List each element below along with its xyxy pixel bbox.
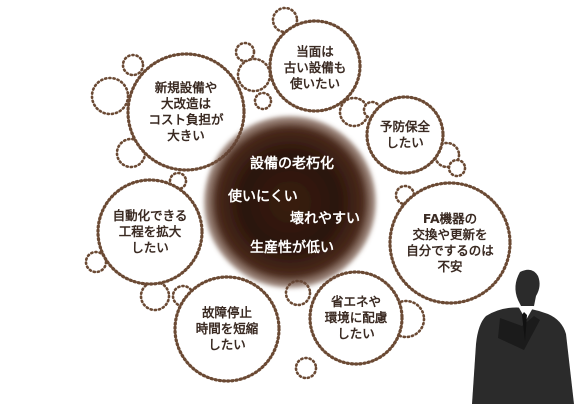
concern-bubbles xyxy=(96,19,512,383)
small-bubble-18 xyxy=(253,91,273,111)
concern-keep-old-equipment: 当面は 古い設備も 使いたい xyxy=(283,44,347,91)
concern-preventive-maintenance: 予防保全 したい xyxy=(379,119,430,150)
concern-fa-equipment: FA機器の 交換や更新を 自分でするのは 不安 xyxy=(406,211,494,274)
small-bubble-17 xyxy=(447,158,467,178)
businessman-silhouette xyxy=(472,269,574,404)
concern-ring-fa xyxy=(388,181,512,305)
center-low-productivity: 生産性が低い xyxy=(250,240,334,256)
center-hard-to-use: 使いにくい xyxy=(228,189,298,205)
small-bubble-9 xyxy=(139,280,171,312)
concern-ring-maintenance xyxy=(365,95,445,175)
small-bubble-4 xyxy=(121,53,145,77)
small-bubble-12 xyxy=(294,356,318,380)
concern-ring-keep-old xyxy=(268,19,362,113)
concern-energy-environment: 省エネや 環境に配慮 したい xyxy=(324,294,388,341)
center-problem-circle xyxy=(204,116,376,288)
small-bubble-3 xyxy=(90,76,130,116)
concern-reduce-downtime: 故障停止 時間を短縮 したい xyxy=(195,305,259,352)
concern-ring-downtime xyxy=(173,275,281,383)
concern-ring-automation xyxy=(96,178,204,286)
concern-ring-energy xyxy=(308,270,404,366)
small-bubble-2 xyxy=(234,41,256,63)
concern-ring-cost xyxy=(126,52,246,172)
center-breaks-easily: 壊れやすい xyxy=(290,211,360,227)
concern-cost-burden: 新規設備や 大改造は コスト負担が 大きい xyxy=(148,80,224,143)
concern-expand-automation: 自動化できる 工程を拡大 したい xyxy=(112,208,188,255)
center-title: 設備の老朽化 xyxy=(250,156,334,172)
